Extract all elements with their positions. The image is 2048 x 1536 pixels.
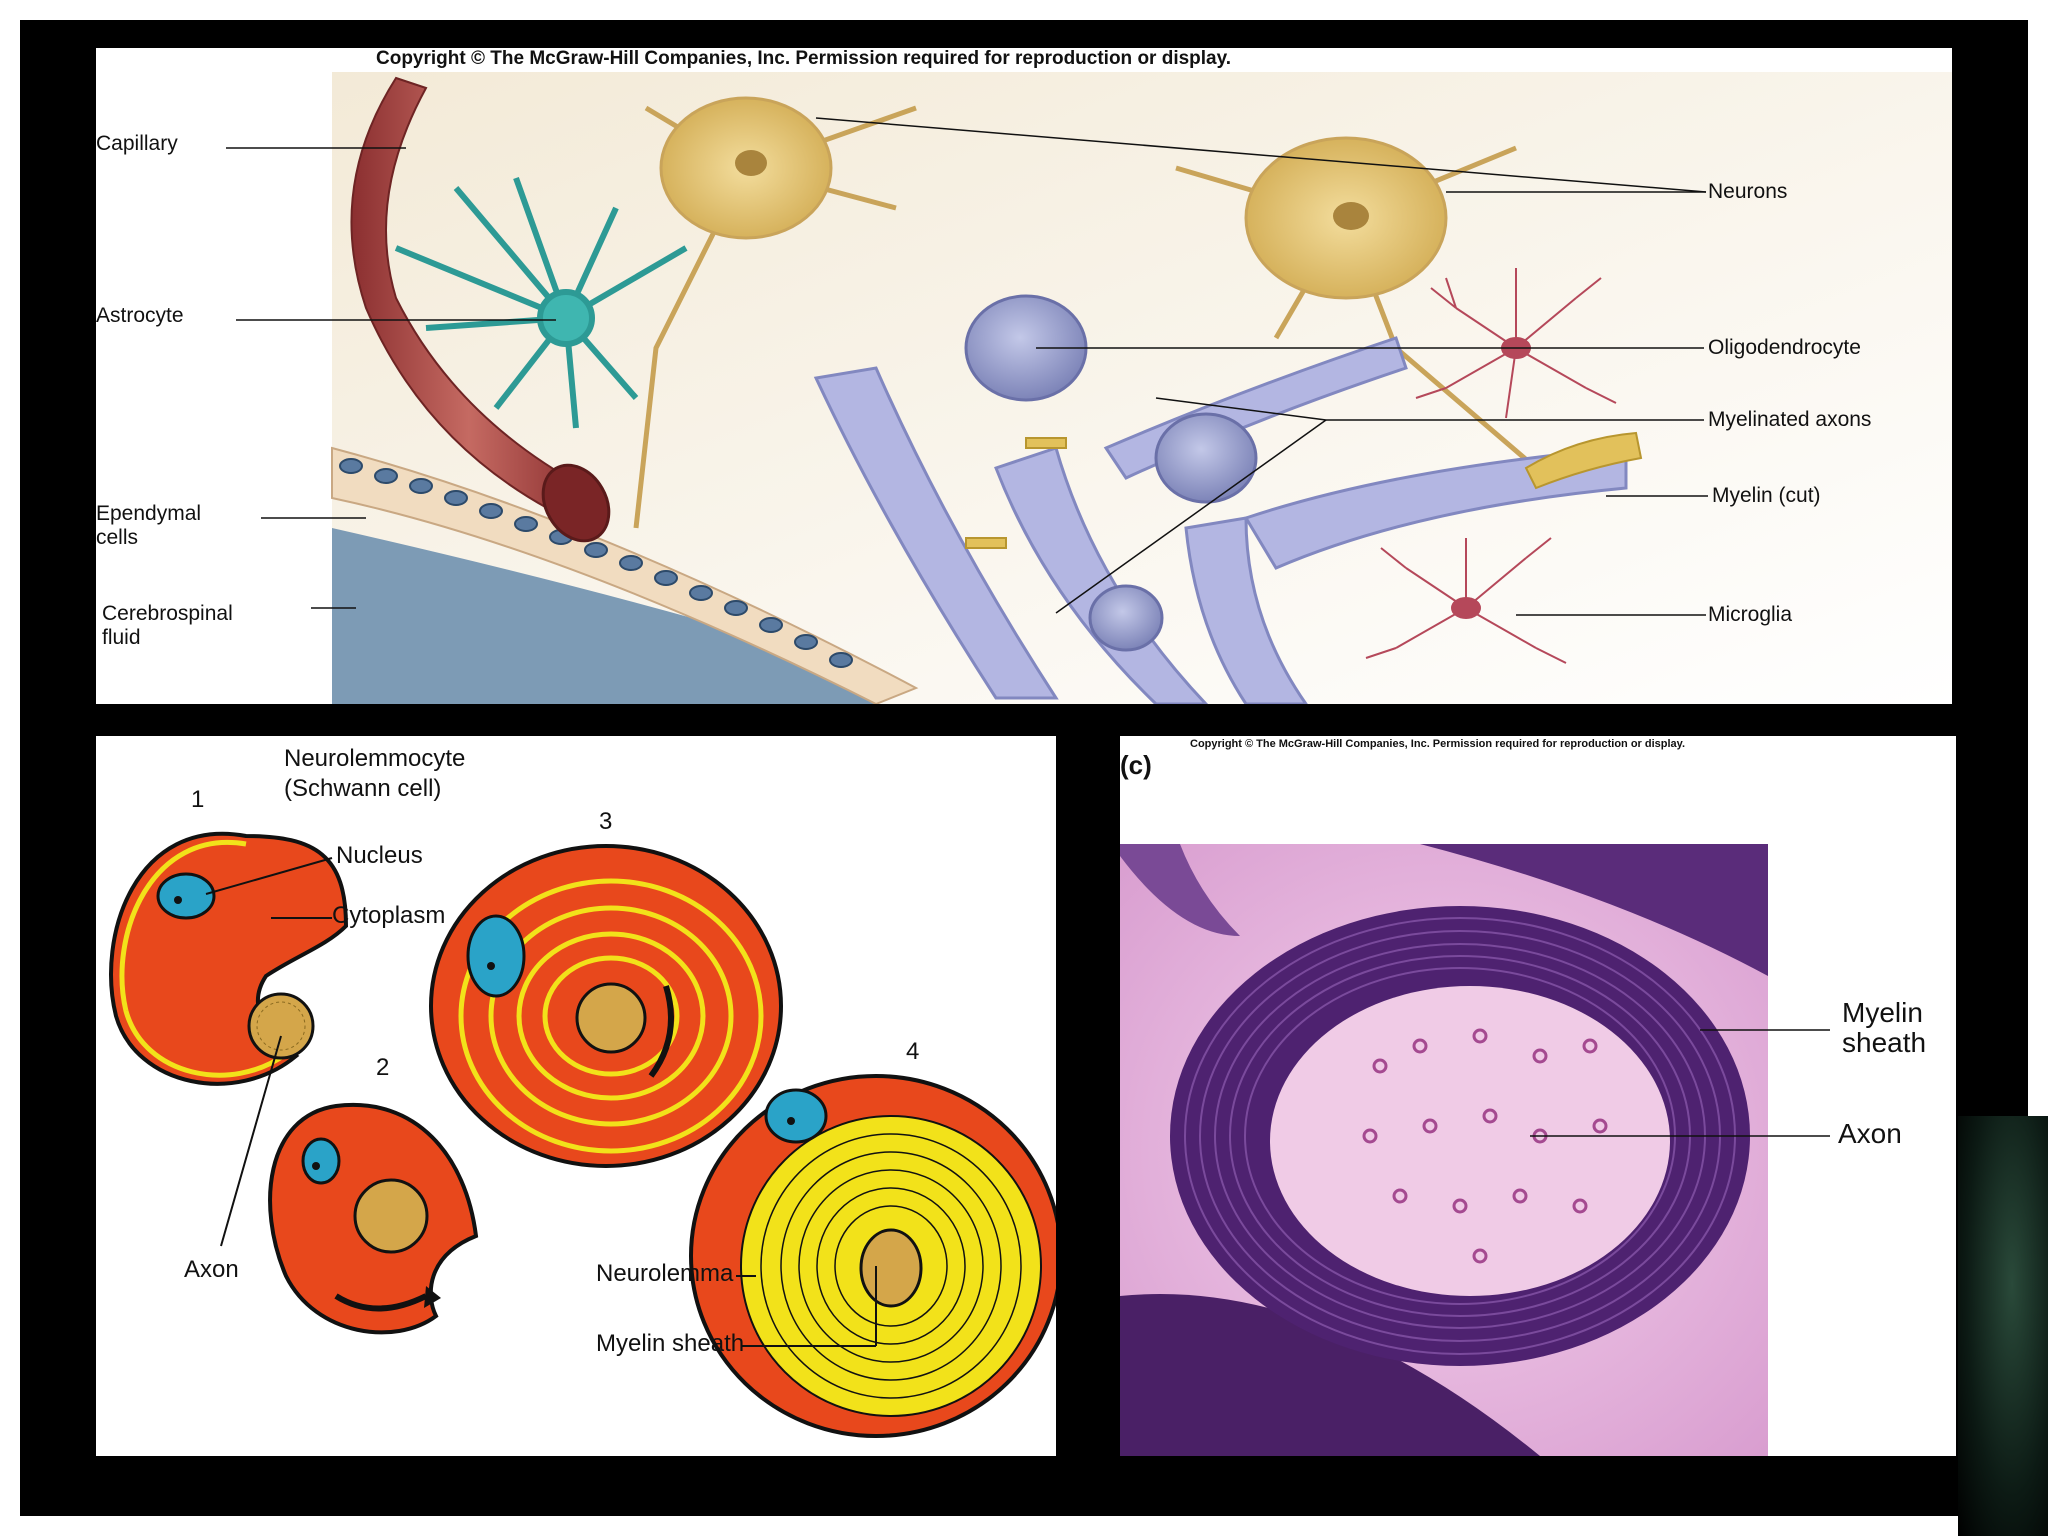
stage-4-schwann-cell — [689, 1074, 1056, 1438]
capillary — [350, 76, 611, 543]
copyright-notice: Copyright © The McGraw-Hill Companies, I… — [1190, 738, 1686, 750]
neurons — [633, 96, 1538, 529]
label-myelinated-axons: Myelinated axons — [1708, 408, 1872, 431]
ependymal-cells — [331, 446, 919, 704]
label-ependymal-cells: Ependymal cells — [96, 502, 202, 549]
upper-sheath — [1420, 844, 1768, 976]
micrograph — [1120, 844, 1830, 1456]
label-neurons: Neurons — [1708, 180, 1788, 203]
label-cerebrospinal-fluid: Cerebrospinal fluid — [102, 602, 233, 649]
csf-region — [332, 528, 876, 704]
stage-3-schwann-cell — [429, 844, 783, 1168]
neuroglia-cns-illustration: Copyright © The McGraw-Hill Companies, I… — [96, 48, 1952, 704]
leader-lines — [1530, 1029, 1830, 1137]
label-axon: Axon — [1838, 1118, 1902, 1149]
cns-illustration — [226, 72, 1952, 704]
leader-lines — [205, 857, 877, 1347]
myelin-micrograph-panel: Copyright © The McGraw-Hill Companies, I… — [1120, 736, 1956, 1456]
label-nucleus: Nucleus — [336, 842, 423, 869]
microglia — [1365, 268, 1617, 664]
label-myelin-cut: Myelin (cut) — [1712, 484, 1821, 507]
schwann-cell-myelination-diagram: Neurolemmocyte (Schwann cell) 1 2 3 4 Nu… — [96, 736, 1056, 1456]
label-oligodendrocyte: Oligodendrocyte — [1708, 336, 1861, 359]
stage-2-schwann-cell — [268, 1102, 479, 1335]
copyright-notice: Copyright © The McGraw-Hill Companies, I… — [376, 48, 1232, 69]
label-astrocyte: Astrocyte — [96, 304, 184, 327]
label-neurolemma: Neurolemma — [596, 1260, 734, 1287]
background-decoration — [1958, 1116, 2048, 1536]
neurofilaments — [1362, 1028, 1608, 1264]
step-1-number: 1 — [191, 786, 205, 813]
stage-1-schwann-cell — [109, 831, 349, 1086]
label-myelin-sheath: Myelin sheath — [1842, 997, 1927, 1058]
step-4-number: 4 — [906, 1038, 920, 1065]
label-myelin-sheath: Myelin sheath — [596, 1330, 745, 1357]
myelinated-axons — [813, 336, 1628, 704]
axon-interior — [1270, 986, 1670, 1296]
step-3-number: 3 — [599, 808, 613, 835]
label-capillary: Capillary — [96, 132, 178, 155]
lower-sheath — [1120, 1294, 1540, 1456]
title-neurolemmocyte: Neurolemmocyte (Schwann cell) — [284, 745, 466, 802]
leader-lines — [226, 117, 1708, 616]
label-cytoplasm: Cytoplasm — [332, 902, 446, 929]
label-axon: Axon — [184, 1256, 239, 1283]
oligodendrocyte — [964, 294, 1258, 652]
label-microglia: Microglia — [1708, 603, 1793, 626]
upper-left-sheath — [1120, 844, 1240, 936]
myelination-stages — [109, 831, 1056, 1438]
step-2-number: 2 — [376, 1054, 390, 1081]
panel-letter: (c) — [1120, 750, 1152, 780]
